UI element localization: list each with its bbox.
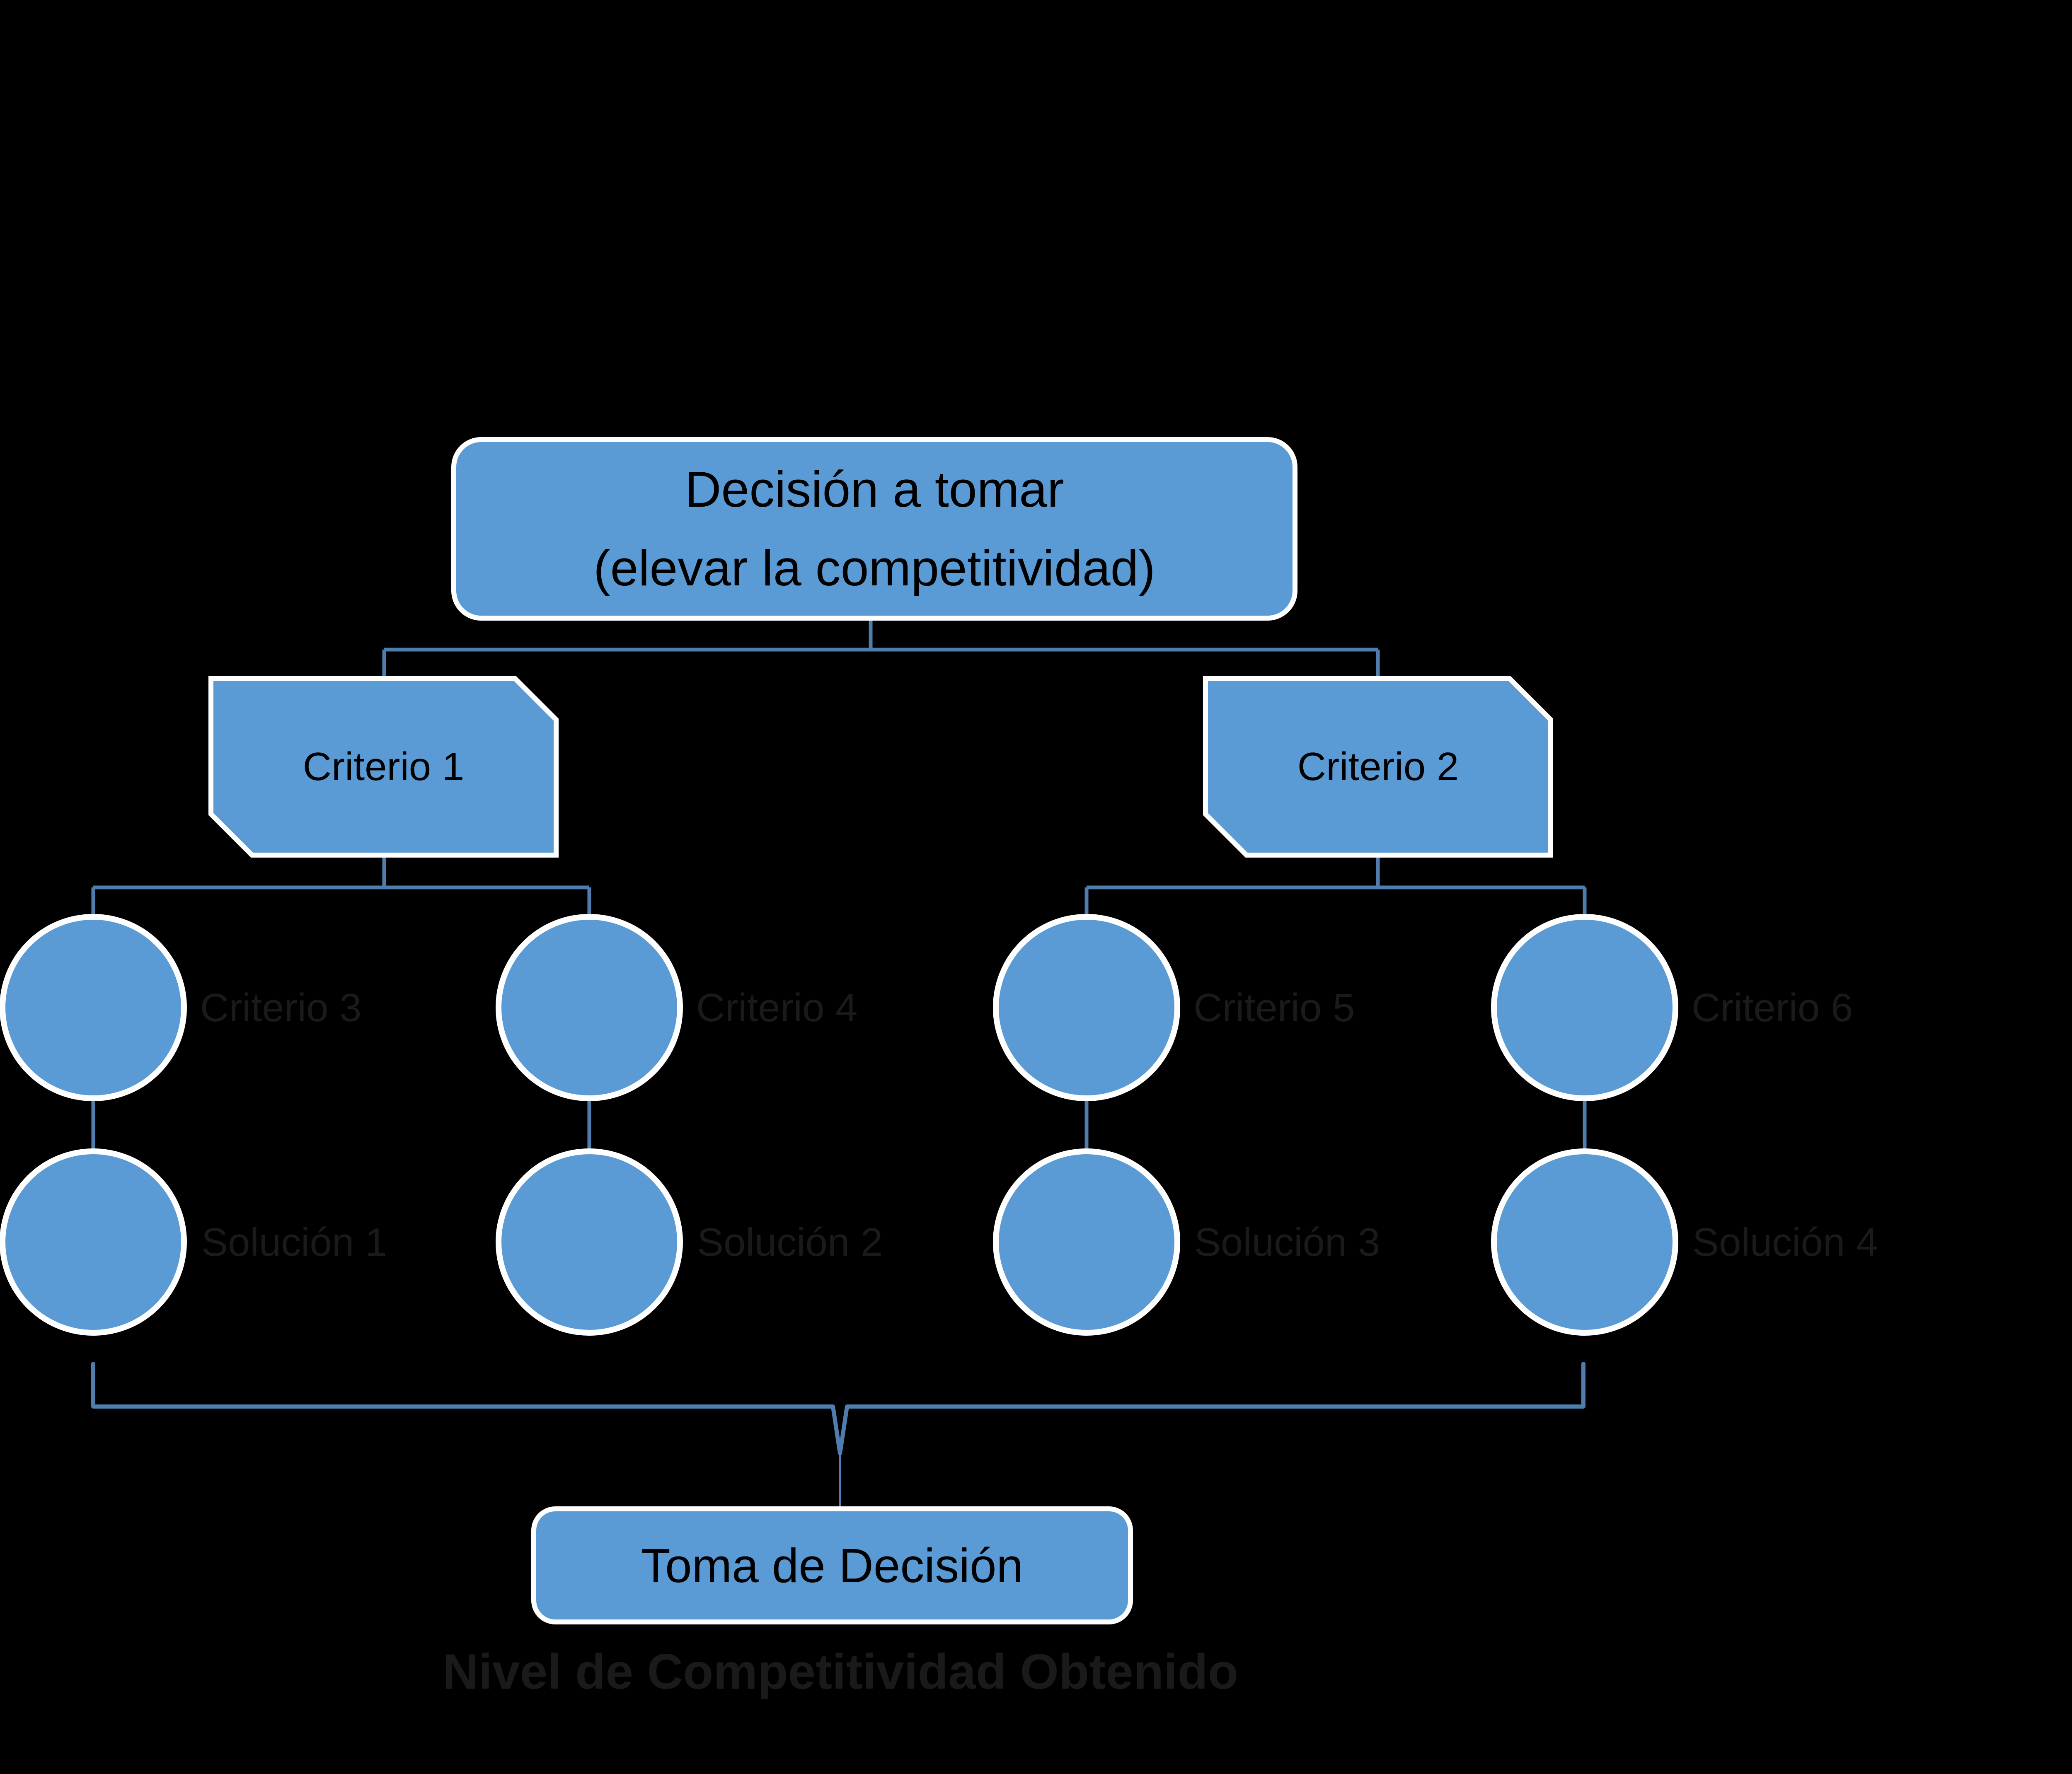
subcriterio4-circle xyxy=(1491,914,1678,1101)
subcriterio1-circle xyxy=(0,914,187,1101)
diagram-caption: Nivel de Competitividad Obtenido xyxy=(442,1644,1239,1699)
goal-node-label: Decisión a tomar (elevar la competitivid… xyxy=(451,437,1297,621)
alternative3-circle xyxy=(993,1148,1180,1336)
goal-node-shape xyxy=(451,437,1297,621)
alternative4-circle xyxy=(1491,1148,1678,1336)
alternative1-circle xyxy=(0,1148,187,1336)
connector-criterio1-to-subcriteria xyxy=(91,856,591,917)
criterio2-node-shape xyxy=(1203,676,1553,858)
alternative2-label: Solución 2 xyxy=(697,1220,883,1264)
subcriterio2-label: Criterio 4 xyxy=(696,986,858,1030)
connector-goal-to-criteria xyxy=(382,619,1380,678)
alternative1-label: Solución 1 xyxy=(201,1220,387,1264)
criterio2-node-label: Criterio 2 xyxy=(1297,744,1459,789)
subcriterio3-circle xyxy=(993,914,1180,1101)
subcriterio4-label: Criterio 6 xyxy=(1692,986,1853,1030)
goal-label-line1: Decisión a tomar xyxy=(685,461,1064,518)
gathering-bracket xyxy=(91,1362,1585,1455)
connector-criterio2-to-subcriteria xyxy=(1084,856,1587,917)
alternative2-circle xyxy=(496,1148,683,1336)
subcriterio2-circle xyxy=(496,914,683,1101)
subcriterio1-label: Criterio 3 xyxy=(200,986,362,1030)
alternative4-label: Solución 4 xyxy=(1692,1220,1878,1264)
connector-subcriteria-to-alternatives xyxy=(91,1099,1587,1153)
alternative3-label: Solución 3 xyxy=(1194,1220,1380,1264)
criterio1-node-label: Criterio 1 xyxy=(303,744,465,789)
decision-node-shape xyxy=(531,1506,1133,1624)
criterio1-node-shape xyxy=(208,676,559,858)
subcriterio3-label: Criterio 5 xyxy=(1193,986,1355,1030)
goal-label-line2: (elevar la competitividad) xyxy=(593,539,1156,596)
decision-node-label: Toma de Decisión xyxy=(641,1538,1023,1593)
